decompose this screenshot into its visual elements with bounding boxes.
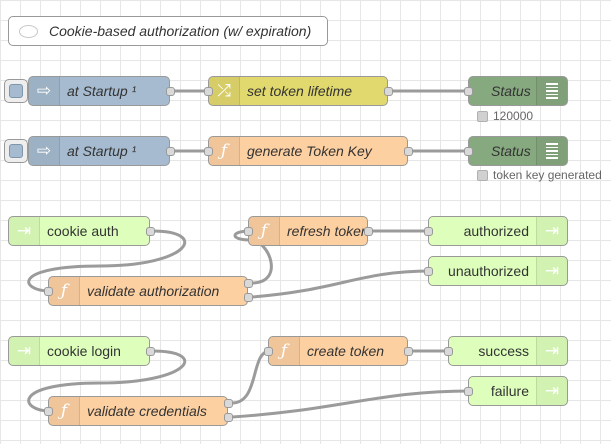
output-port[interactable]	[404, 347, 413, 356]
status-text: 120000	[493, 109, 534, 123]
output-port[interactable]	[244, 279, 253, 288]
debug-node-status-2[interactable]: Status	[468, 136, 568, 166]
function-node-validate-authorization[interactable]: ƒ validate authorization	[48, 276, 248, 306]
inject-node-startup-1[interactable]: ⇨ at Startup ¹	[28, 76, 170, 106]
wire	[231, 389, 471, 419]
link-in-icon: ⇥	[9, 217, 40, 245]
input-port[interactable]	[264, 347, 273, 356]
output-port[interactable]	[146, 347, 155, 356]
input-port[interactable]	[424, 267, 433, 276]
inject-trigger-button[interactable]	[4, 79, 28, 103]
node-status: 120000	[477, 109, 533, 123]
output-port[interactable]	[384, 87, 393, 96]
function-node-refresh-token[interactable]: ƒ refresh token	[248, 216, 369, 246]
link-out-icon: ⇥	[536, 217, 567, 245]
node-label: generate Token Key	[247, 143, 372, 159]
input-port[interactable]	[204, 87, 213, 96]
link-in-icon: ⇥	[9, 337, 40, 365]
arrow-in-icon: ⇨	[29, 137, 60, 165]
node-label: validate credentials	[87, 403, 207, 419]
inject-node-startup-2[interactable]: ⇨ at Startup ¹	[28, 136, 170, 166]
output-port[interactable]	[166, 147, 175, 156]
output-port[interactable]	[166, 87, 175, 96]
link-out-icon: ⇥	[536, 257, 567, 285]
node-label: cookie auth	[47, 223, 119, 239]
node-label: cookie login	[47, 343, 121, 359]
input-port[interactable]	[424, 227, 433, 236]
status-dot-icon	[477, 110, 488, 122]
node-label: validate authorization	[87, 283, 220, 299]
input-port[interactable]	[444, 347, 453, 356]
function-icon: ƒ	[49, 397, 80, 425]
comment-node[interactable]: Cookie-based authorization (w/ expiratio…	[8, 16, 328, 46]
list-icon	[536, 137, 567, 165]
input-port[interactable]	[204, 147, 213, 156]
output-port[interactable]	[364, 227, 373, 236]
comment-text: Cookie-based authorization (w/ expiratio…	[49, 23, 312, 39]
list-icon	[536, 77, 567, 105]
wire	[251, 269, 431, 299]
output-port[interactable]	[224, 413, 233, 422]
link-out-icon: ⇥	[536, 377, 567, 405]
link-out-node-success[interactable]: success ⇥	[448, 336, 568, 366]
function-node-generate-token-key[interactable]: ƒ generate Token Key	[208, 136, 408, 166]
output-port[interactable]	[244, 293, 253, 302]
node-label: authorized	[463, 223, 529, 239]
link-out-node-authorized[interactable]: authorized ⇥	[428, 216, 568, 246]
node-label: create token	[307, 343, 385, 359]
output-port[interactable]	[224, 399, 233, 408]
change-node-set-token-lifetime[interactable]: ⤮ set token lifetime	[208, 76, 388, 106]
node-status: token key generated	[477, 168, 602, 182]
link-in-node-cookie-auth[interactable]: ⇥ cookie auth	[8, 216, 150, 246]
output-port[interactable]	[404, 147, 413, 156]
input-port[interactable]	[464, 147, 473, 156]
debug-node-status-1[interactable]: Status	[468, 76, 568, 106]
comment-bubble-icon	[19, 25, 38, 38]
function-icon: ƒ	[249, 217, 280, 245]
status-text: token key generated	[493, 168, 602, 182]
node-label: success	[478, 343, 529, 359]
node-label: Status	[491, 83, 531, 99]
link-out-node-failure[interactable]: failure ⇥	[468, 376, 568, 406]
node-label: refresh token	[287, 223, 369, 239]
function-icon: ƒ	[269, 337, 300, 365]
link-out-icon: ⇥	[536, 337, 567, 365]
arrow-in-icon: ⇨	[29, 77, 60, 105]
node-label: failure	[490, 383, 529, 399]
inject-trigger-button[interactable]	[4, 139, 28, 163]
status-dot-icon	[477, 169, 488, 181]
input-port[interactable]	[244, 227, 253, 236]
link-in-node-cookie-login[interactable]: ⇥ cookie login	[8, 336, 150, 366]
input-port[interactable]	[464, 87, 473, 96]
input-port[interactable]	[44, 287, 53, 296]
node-label: at Startup ¹	[67, 143, 137, 159]
node-label: set token lifetime	[247, 83, 353, 99]
input-port[interactable]	[44, 407, 53, 416]
node-label: Status	[491, 143, 531, 159]
function-icon: ƒ	[209, 137, 240, 165]
function-node-create-token[interactable]: ƒ create token	[268, 336, 408, 366]
function-node-validate-credentials[interactable]: ƒ validate credentials	[48, 396, 228, 426]
function-icon: ƒ	[49, 277, 80, 305]
shuffle-icon: ⤮	[209, 77, 240, 105]
wire	[231, 349, 271, 405]
node-label: at Startup ¹	[67, 83, 137, 99]
node-label: unauthorized	[448, 263, 529, 279]
output-port[interactable]	[146, 227, 155, 236]
input-port[interactable]	[464, 387, 473, 396]
link-out-node-unauthorized[interactable]: unauthorized ⇥	[428, 256, 568, 286]
